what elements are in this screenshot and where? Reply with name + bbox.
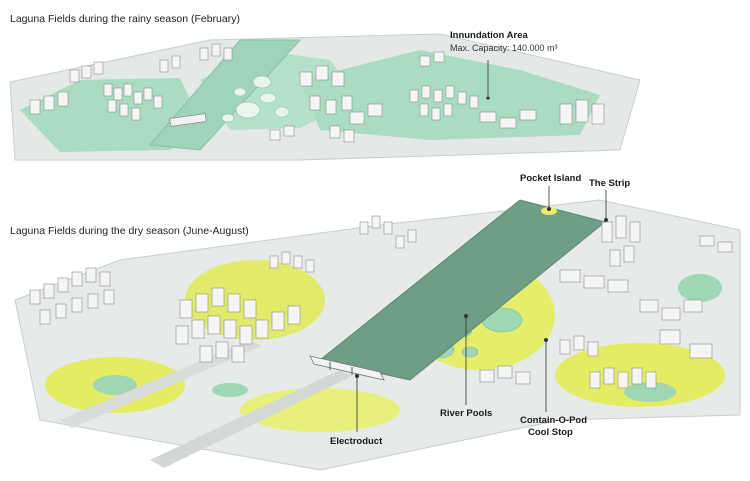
rainy-buildings xyxy=(29,43,605,143)
cool-stop-label: Cool Stop xyxy=(528,427,573,438)
rainy-season-caption: Laguna Fields during the rainy season (F… xyxy=(10,13,240,25)
rainy-pools xyxy=(221,75,290,123)
dry-buildings xyxy=(29,215,733,389)
dry-green-pockets xyxy=(93,274,722,402)
electroduct-label: Electroduct xyxy=(330,436,383,447)
contain-o-pod-label: Contain-O-Pod xyxy=(520,415,588,426)
rainy-season-scene xyxy=(9,33,641,161)
dry-leader-lines xyxy=(354,186,609,432)
river-pools-label: River Pools xyxy=(440,408,493,419)
dry-season-caption: Laguna Fields during the dry season (Jun… xyxy=(10,225,249,237)
innundation-capacity-label: Max. Capacity: 140.000 m³ xyxy=(450,43,558,53)
electroduct-bridge xyxy=(309,355,385,381)
rainy-bridge xyxy=(169,113,207,127)
the-strip-label: The Strip xyxy=(589,178,631,189)
pocket-island-label: Pocket Island xyxy=(520,173,582,184)
dry-season-scene xyxy=(14,186,741,471)
dry-road-lower xyxy=(150,370,352,468)
innundation-area-label: Innundation Area xyxy=(450,30,528,41)
